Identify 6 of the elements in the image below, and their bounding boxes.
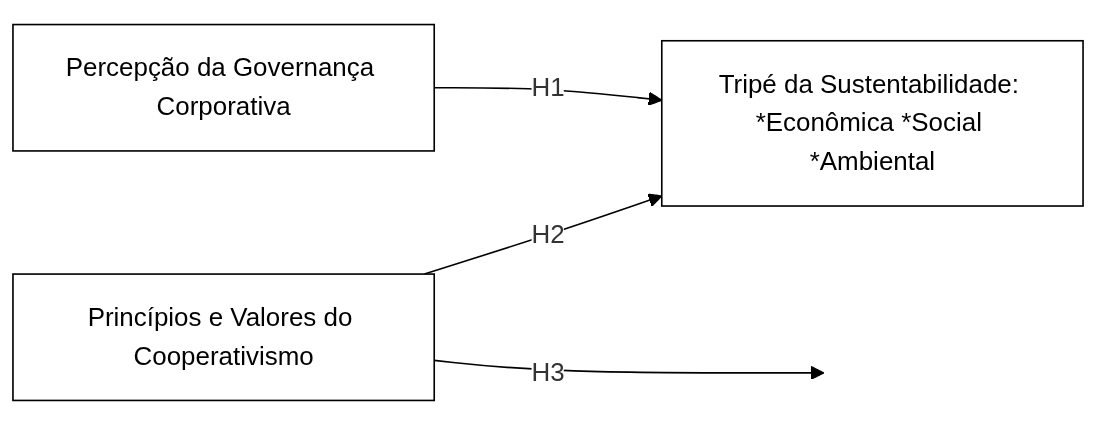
edge-label: H2 [531, 220, 565, 249]
node-box: Percepção da Governança Corporativa [12, 23, 436, 152]
edge-label: H1 [531, 73, 565, 101]
edge-label: H3 [531, 358, 565, 386]
node-box: Tripé da Sustentabilidade: *Econômica *Social *Ambiental [660, 39, 1084, 207]
node-box: Princípios e Valores do Cooperativismo [12, 273, 436, 402]
